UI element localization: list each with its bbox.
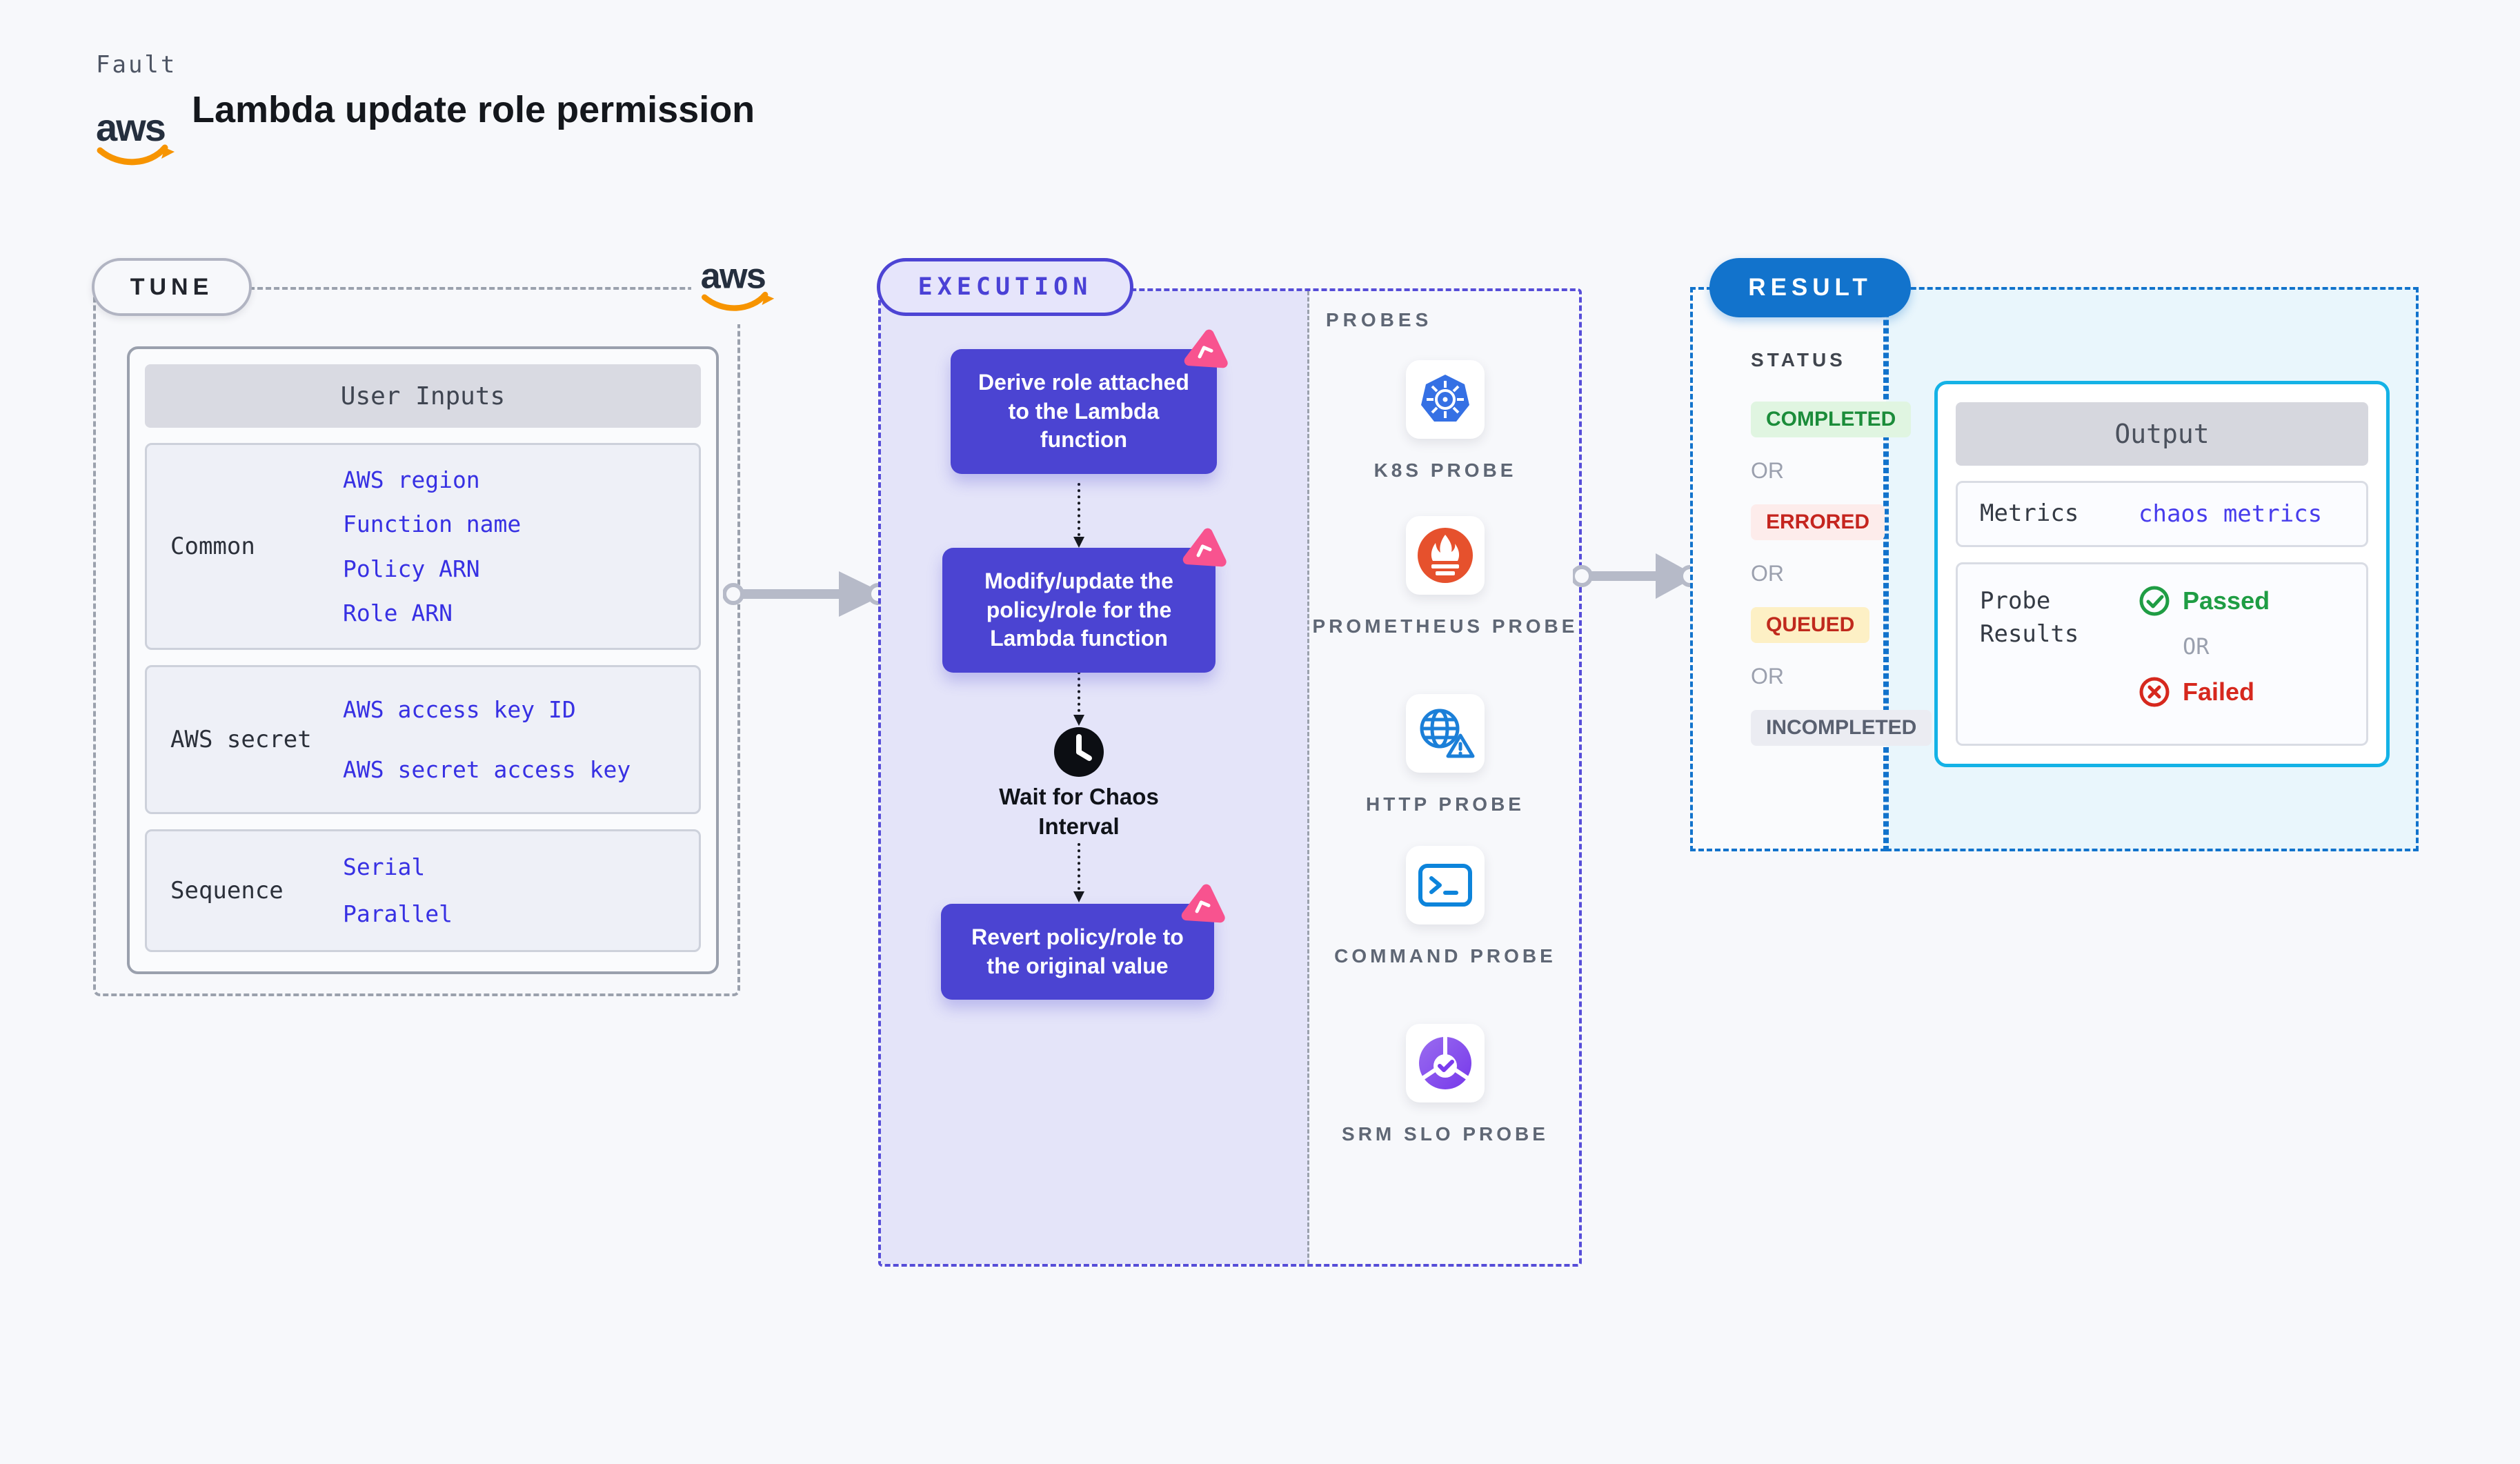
aws-smile-arrow [161,148,175,159]
http-globe-icon [1420,709,1475,758]
link-policy-arn[interactable]: Policy ARN [343,555,480,582]
aws-smile-icon [97,144,168,166]
kubernetes-icon [1421,375,1469,422]
row-links: AWS access key ID AWS secret access key [343,667,633,812]
result-status-border [1690,287,1886,851]
metrics-label: Metrics [1980,499,2079,528]
step-label: Modify/update the policy/role for the La… [984,568,1173,651]
status-badge-errored: ERRORED [1751,504,1885,540]
probe-item-prometheus: PROMETHEUS PROBE [1311,516,1580,641]
probe-card [1406,360,1485,439]
tune-badge: TUNE [92,258,252,316]
failed-label: Failed [2183,677,2255,706]
table-row-sequence: Sequence Serial Parallel [145,829,701,952]
or-label: OR [1751,664,1784,689]
status-badge-completed: COMPLETED [1751,402,1912,437]
probe-label: SRM SLO PROBE [1342,1123,1549,1145]
probe-results-label: Probe Results [1980,587,2079,648]
probe-label: K8S PROBE [1373,459,1517,481]
link-serial[interactable]: Serial [343,853,426,881]
passed-line: Passed [2139,585,2270,617]
dotted-connector [1073,843,1084,902]
probe-item-k8s: K8S PROBE [1311,360,1580,485]
failed-line: Failed [2139,676,2270,708]
table-row-common: Common AWS region Function name Policy A… [145,443,701,650]
or-label: OR [1751,458,1784,483]
chaos-experiment-icon [1184,329,1228,368]
link-function-name[interactable]: Function name [343,511,522,538]
row-links: AWS region Function name Policy ARN Role… [343,445,633,648]
check-circle-icon [2139,586,2170,616]
status-column: STATUS COMPLETED OR ERRORED OR QUEUED OR… [1751,349,1932,766]
table-row-aws-secret: AWS secret AWS access key ID AWS secret … [145,665,701,814]
or-label: OR [2183,633,2210,660]
x-circle-icon [2139,677,2170,707]
aws-logo-text: aws [96,106,165,149]
link-aws-access-key-id[interactable]: AWS access key ID [343,695,576,723]
status-badge-queued: QUEUED [1751,607,1870,643]
or-label: OR [1751,561,1784,586]
step-label: Revert policy/role to the original value [971,924,1184,978]
status-badge-incompleted: INCOMPLETED [1751,710,1932,746]
probes-title: PROBES [1326,309,1433,330]
row-label: Sequence [170,877,284,904]
step-derive-role: Derive role attached to the Lambda funct… [951,329,1228,474]
terminal-icon [1418,864,1472,907]
user-inputs-card: User Inputs Common AWS region Function n… [127,346,719,974]
probe-card [1406,516,1485,595]
chaos-metrics-link[interactable]: chaos metrics [2139,500,2323,528]
probe-card [1406,694,1485,773]
probe-results-values: Passed OR Failed [2139,585,2270,723]
probe-item-command: COMMAND PROBE [1311,846,1580,971]
probe-card [1406,846,1485,924]
link-aws-region[interactable]: AWS region [343,466,480,493]
probe-label: HTTP PROBE [1366,793,1525,815]
row-links: Serial Parallel [343,831,633,950]
dotted-connector [1073,483,1084,548]
status-title: STATUS [1751,349,1846,370]
step-revert-policy: Revert policy/role to the original value [941,884,1225,1000]
arrow-tune-to-execution [723,571,889,617]
probe-card [1406,1024,1485,1102]
result-badge: RESULT [1709,258,1911,317]
probe-item-http: HTTP PROBE [1311,694,1580,819]
srm-slo-icon [1419,1036,1471,1089]
arrow-execution-to-result [1573,553,1700,599]
output-card: Output Metrics chaos metrics Probe Resul… [1934,381,2390,767]
probe-label: COMMAND PROBE [1334,945,1556,967]
step-label: Derive role attached to the Lambda funct… [978,370,1189,453]
row-label: Common [170,533,255,560]
chaos-experiment-icon [1182,528,1227,567]
tune-section-border [93,287,740,996]
link-role-arn[interactable]: Role ARN [343,600,453,627]
prometheus-icon [1418,528,1473,583]
probe-item-srm-slo: SRM SLO PROBE [1311,1024,1580,1149]
clock-icon [1054,727,1104,777]
execution-badge: EXECUTION [877,258,1133,316]
probe-label: PROMETHEUS PROBE [1312,615,1578,637]
aws-corner-logo: aws [691,247,782,324]
aws-logo: aws [96,106,175,166]
step-modify-policy: Modify/update the policy/role for the La… [942,528,1227,673]
output-title: Output [1956,402,2368,466]
wait-for-chaos-label: Wait for Chaos Interval [999,784,1159,839]
aws-logo-small: aws [701,257,775,311]
chaos-experiment-icon [1181,884,1225,923]
passed-label: Passed [2183,586,2270,615]
user-inputs-title: User Inputs [145,364,701,428]
page-title: Lambda update role permission [192,89,755,130]
link-aws-secret-access-key[interactable]: AWS secret access key [343,755,631,783]
link-parallel[interactable]: Parallel [343,900,453,928]
metrics-row: Metrics chaos metrics [1956,481,2368,547]
probe-results-row: Probe Results Passed OR Failed [1956,562,2368,746]
row-label: AWS secret [170,726,312,753]
svg-text:aws: aws [701,257,765,297]
dotted-connector [1073,665,1084,726]
fault-eyebrow-label: Fault [96,51,177,79]
